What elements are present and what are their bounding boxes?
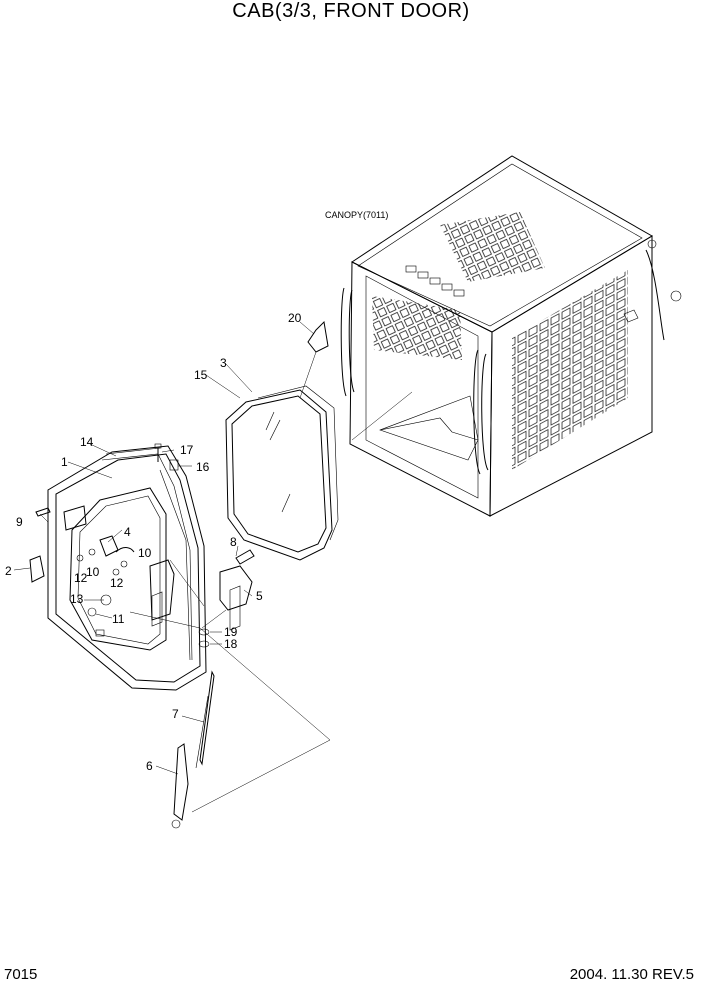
callout-10b: 10 [86, 565, 100, 579]
callout-12b: 12 [110, 576, 124, 590]
door-glass-assembly [225, 385, 339, 561]
door-hardware [29, 443, 255, 829]
date-revision: 2004. 11.30 REV.5 [569, 966, 694, 983]
callout-1: 1 [61, 455, 68, 469]
canopy-cab-body [340, 155, 682, 517]
callout-3: 3 [220, 356, 227, 370]
page-number: 7015 [4, 966, 38, 983]
callout-5: 5 [256, 589, 263, 603]
callout-11: 11 [112, 612, 125, 626]
callout-8: 8 [230, 535, 237, 549]
callout-17: 17 [180, 443, 194, 457]
callout-19: 19 [224, 625, 238, 639]
assembly-lines [129, 559, 331, 813]
callout-2: 2 [5, 564, 12, 578]
callout-7: 7 [172, 707, 179, 721]
callout-20: 20 [288, 311, 302, 325]
callout-13: 13 [70, 592, 84, 606]
canopy-reference-label: CANOPY(7011) [325, 210, 388, 220]
callout-12a: 12 [74, 571, 88, 585]
roof-slots [405, 265, 465, 297]
callout-6: 6 [146, 759, 153, 773]
callout-18: 18 [224, 637, 238, 651]
callout-4: 4 [124, 525, 131, 539]
callout-9: 9 [16, 515, 23, 529]
callout-16: 16 [196, 460, 210, 474]
callout-leaders [13, 363, 253, 775]
page-title: CAB(3/3, FRONT DOOR) [232, 0, 470, 22]
callout-15: 15 [194, 368, 208, 382]
callout-14: 14 [80, 435, 94, 449]
warning-decal-part-20 [299, 320, 329, 399]
callout-10a: 10 [138, 546, 152, 560]
door-frame [47, 445, 207, 691]
